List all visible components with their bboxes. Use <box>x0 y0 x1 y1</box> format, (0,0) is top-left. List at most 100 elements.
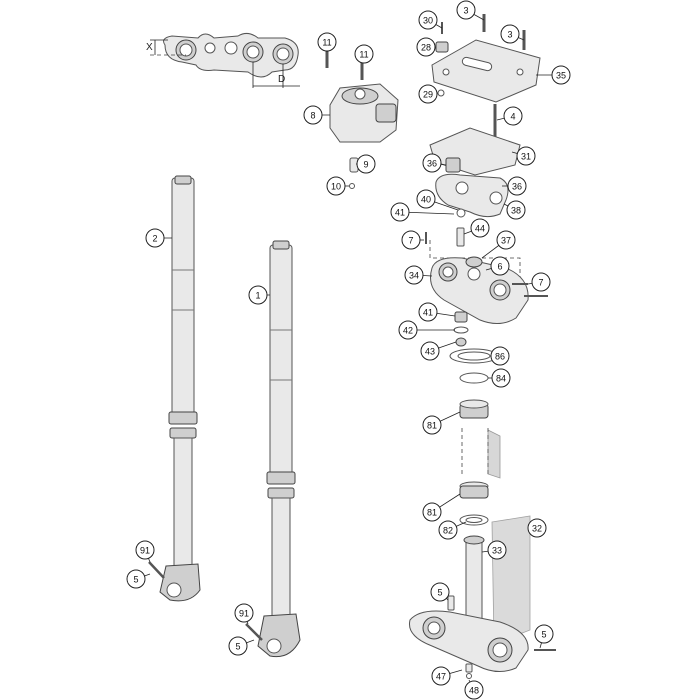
callout-circle <box>422 502 442 522</box>
callout-82: 82 <box>438 520 458 540</box>
callout-circle <box>503 106 523 126</box>
callout-30: 30 <box>418 10 438 30</box>
callout-number: 91 <box>140 546 150 556</box>
callout-circle <box>507 176 527 196</box>
callout-5: 5 <box>126 569 146 589</box>
callout-86: 86 <box>490 346 510 366</box>
callout-circle <box>418 10 438 30</box>
callout-1: 1 <box>248 285 268 305</box>
callout-circle <box>401 230 421 250</box>
callout-circle <box>326 176 346 196</box>
callout-circle <box>490 346 510 366</box>
callout-circle <box>464 680 484 700</box>
callout-36: 36 <box>422 153 442 173</box>
callout-91: 91 <box>234 603 254 623</box>
damper-bracket-38 <box>435 173 509 218</box>
callout-number: 35 <box>556 71 566 81</box>
callout-number: 91 <box>239 609 249 619</box>
callout-circle <box>551 65 571 85</box>
callout-84: 84 <box>491 368 511 388</box>
callout-circle <box>234 603 254 623</box>
callout-number: 48 <box>469 686 479 696</box>
callout-32: 32 <box>527 518 547 538</box>
fork-leg-1 <box>257 240 301 658</box>
callout-number: 11 <box>359 50 368 60</box>
callout-circle <box>390 202 410 222</box>
triple-clamp-dimension-sketch: X D <box>146 32 300 88</box>
callout-5: 5 <box>228 636 248 656</box>
callout-10: 10 <box>326 176 346 196</box>
callout-number: 36 <box>512 182 522 192</box>
callout-number: 42 <box>403 326 413 336</box>
callout-circle <box>470 218 490 238</box>
callout-circle <box>145 228 165 248</box>
dimension-x-label: X <box>146 42 153 53</box>
fork-foot-bolts <box>148 561 263 641</box>
callout-number: 82 <box>443 526 453 536</box>
callout-number: 8 <box>310 111 315 121</box>
callout-number: 38 <box>511 206 521 216</box>
callout-number: 3 <box>507 30 512 40</box>
callout-81: 81 <box>422 502 442 522</box>
callout-circle <box>487 540 507 560</box>
callout-number: 84 <box>496 374 506 384</box>
callout-number: 47 <box>436 672 446 682</box>
callout-circle <box>356 154 376 174</box>
callout-number: 31 <box>521 152 531 162</box>
callout-circle <box>416 37 436 57</box>
callout-number: 6 <box>497 262 502 272</box>
callout-37: 37 <box>496 230 516 250</box>
callout-number: 29 <box>423 90 433 100</box>
callout-number: 40 <box>421 195 431 205</box>
callout-number: 1 <box>255 291 260 301</box>
callout-circle <box>126 569 146 589</box>
callout-81: 81 <box>422 415 442 435</box>
callout-3: 3 <box>456 0 476 20</box>
callout-number: 81 <box>427 421 437 431</box>
callout-number: 5 <box>437 588 442 598</box>
callout-circle <box>422 153 442 173</box>
callout-circle <box>516 146 536 166</box>
callout-34: 34 <box>404 265 424 285</box>
callout-circle <box>500 24 520 44</box>
callout-35: 35 <box>551 65 571 85</box>
callout-11: 11 <box>317 32 337 52</box>
callout-number: 86 <box>495 352 505 362</box>
callout-number: 33 <box>492 546 502 556</box>
callout-5: 5 <box>534 624 554 644</box>
callout-number: 7 <box>408 236 413 246</box>
lower-triple-clamp-32 <box>408 515 556 679</box>
callout-number: 9 <box>363 160 368 170</box>
callout-38: 38 <box>506 200 526 220</box>
handlebar-clamp-35 <box>431 14 541 150</box>
callout-circle <box>456 0 476 20</box>
callout-3: 3 <box>500 24 520 44</box>
callout-number: 30 <box>423 16 433 26</box>
callout-91: 91 <box>135 540 155 560</box>
callout-circle <box>418 302 438 322</box>
callout-number: 41 <box>395 208 405 218</box>
callout-circle <box>248 285 268 305</box>
callout-circle <box>496 230 516 250</box>
callout-number: 5 <box>541 630 546 640</box>
callout-11: 11 <box>354 44 374 64</box>
callout-41: 41 <box>390 202 410 222</box>
callout-number: 36 <box>427 159 437 169</box>
callout-6: 6 <box>490 256 510 276</box>
callout-circle <box>531 272 551 292</box>
bearing-stack-upper <box>449 348 499 419</box>
callout-circle <box>491 368 511 388</box>
callout-48: 48 <box>464 680 484 700</box>
callout-number: 34 <box>409 271 419 281</box>
callout-40: 40 <box>416 189 436 209</box>
callout-circle <box>430 582 450 602</box>
callout-7: 7 <box>531 272 551 292</box>
callout-circle <box>420 341 440 361</box>
callout-33: 33 <box>487 540 507 560</box>
callout-41: 41 <box>418 302 438 322</box>
callout-circle <box>228 636 248 656</box>
frame-head-tube <box>461 428 501 479</box>
callout-circle <box>404 265 424 285</box>
callout-number: 37 <box>501 236 511 246</box>
